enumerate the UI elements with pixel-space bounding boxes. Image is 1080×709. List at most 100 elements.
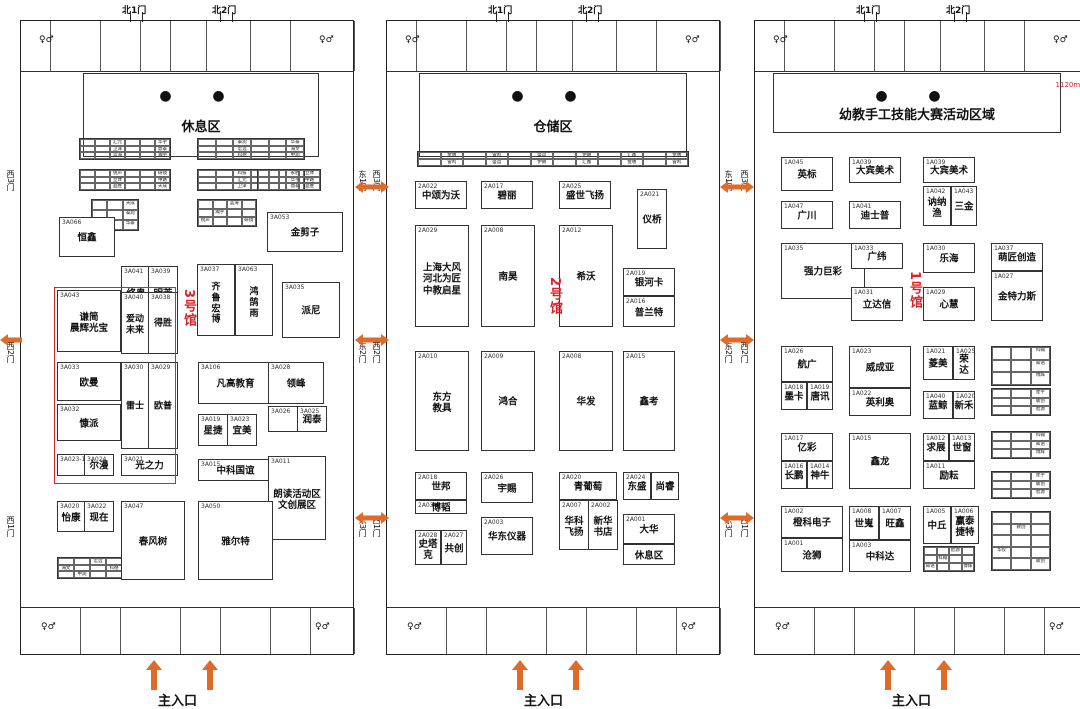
micro-booth-grid: 科翰知语博辉 (991, 346, 1051, 386)
north-service-band (387, 21, 721, 72)
area-note: 1120m² (1055, 81, 1080, 89)
connector-arrow (355, 512, 389, 524)
booth-code: 1A026 (784, 348, 804, 355)
micro-booth: 星宇 (1030, 389, 1050, 398)
west-door-label: 西3门 (740, 170, 749, 192)
micro-booth-grid: 教创华仪联创 (991, 511, 1051, 571)
service-room (1005, 608, 1045, 654)
micro-booth-grid: 泰润华泰宏远海文科德中润 (197, 138, 305, 160)
booth-code: 1A015 (852, 435, 872, 442)
booth-code: 2A017 (484, 183, 504, 190)
micro-booth (125, 183, 140, 190)
booth-code: 3A040 (124, 294, 144, 301)
booth-name: 尚睿 (655, 481, 675, 493)
micro-booth (992, 535, 1012, 547)
east-door-label: 东2门 (724, 342, 733, 364)
micro-booth: 研镜 (241, 217, 256, 226)
north-door-marker (508, 12, 509, 22)
booth-name: 雷士 (125, 401, 144, 412)
entrance-arrow (568, 660, 584, 690)
booth-code: 3A024 (87, 456, 107, 463)
connector-arrow (720, 181, 754, 193)
booth-name: 大宾美术 (929, 165, 968, 177)
restroom-icon: ♀♂ (1049, 622, 1064, 632)
micro-booth (140, 170, 155, 177)
service-room (785, 21, 835, 71)
booth-name: 东方 教具 (432, 391, 452, 415)
booth-code: 1A027 (994, 273, 1014, 280)
booth-name: 欧普 (153, 401, 172, 412)
booth-code: 3A025 (300, 408, 320, 415)
north-door-label: 北1门 (488, 6, 513, 16)
micro-booth: 天成 (122, 200, 138, 210)
booth-code: 1A030 (926, 245, 946, 252)
booth-code: 1A016 (784, 463, 804, 470)
micro-booth (598, 152, 621, 159)
micro-booth: 汇鑫 (620, 152, 643, 159)
service-room (207, 21, 251, 71)
entrance-arrow-shape (512, 660, 528, 690)
service-room (855, 608, 915, 654)
booth-code: 1A023 (852, 348, 872, 355)
booth-code: 3A030 (124, 364, 144, 371)
booth-code: 2A009 (484, 353, 504, 360)
booth-code: 3A066 (62, 219, 82, 226)
service-room (677, 608, 721, 654)
west-door-label: 西1门 (740, 516, 749, 538)
service-room (915, 608, 955, 654)
micro-booth (936, 563, 949, 571)
booth-code: 2A021 (640, 191, 660, 198)
west-door-label: 西2门 (372, 342, 381, 364)
micro-booth (227, 208, 242, 218)
micro-booth: 科德 (106, 564, 122, 572)
micro-booth (198, 176, 216, 184)
micro-booth: 卫泽 (233, 183, 251, 190)
area-dots: ● ● (511, 88, 595, 104)
micro-booth: 瀚宇 (212, 208, 227, 218)
micro-booth: 鼎泰 (155, 145, 170, 153)
booth-name: 盛世飞扬 (565, 190, 604, 202)
micro-booth (80, 152, 95, 159)
central-area-label: 幼教手工技能大赛活动区域 (838, 107, 995, 123)
micro-booth (58, 571, 74, 578)
micro-booth: 盛运 (530, 152, 553, 159)
booth-name: 橙科电子 (792, 517, 831, 529)
booth-code: 3A033 (60, 364, 80, 371)
booth-name: 求展 (926, 442, 946, 454)
micro-booth (95, 176, 110, 184)
restroom-icon: ♀♂ (39, 35, 54, 45)
service-room (417, 21, 467, 71)
micro-booth: 联创 (1030, 558, 1050, 570)
booth-code: 1A035 (784, 245, 804, 252)
service-room (81, 608, 121, 654)
east-door-label: 东2门 (358, 342, 367, 364)
micro-booth (125, 170, 140, 177)
hall-label: 3号馆 (181, 289, 196, 328)
booth-code: 3A035 (285, 284, 305, 291)
east-door-label: 东1门 (724, 170, 733, 192)
booth-code: 1A006 (954, 508, 974, 515)
restroom-icon: ♀♂ (41, 622, 56, 632)
booth-code: 2A010 (418, 353, 438, 360)
service-room (985, 21, 1025, 71)
micro-booth (90, 564, 106, 572)
booth-code: 3A019 (201, 416, 221, 423)
booth-code: 2A025 (562, 183, 582, 190)
